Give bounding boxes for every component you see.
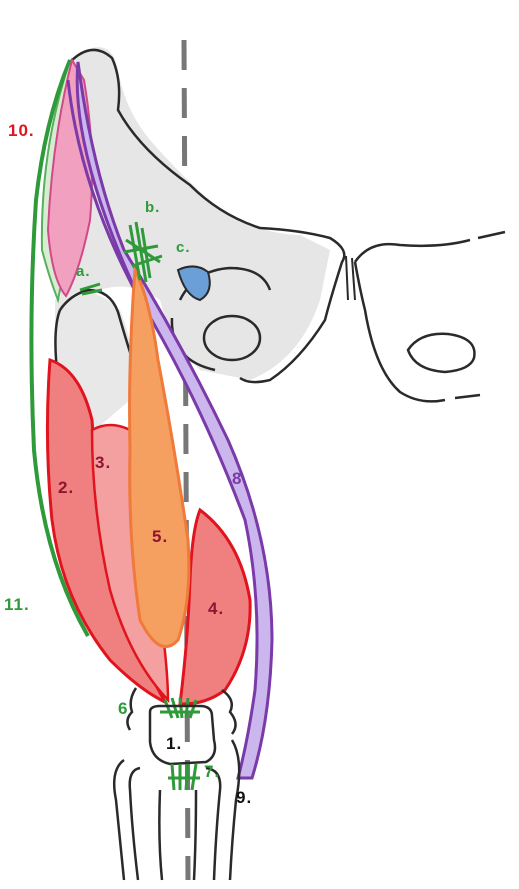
pubic-symphysis: [346, 256, 355, 300]
label-7: 7.: [204, 763, 220, 780]
midline-axis: [184, 40, 188, 880]
label-3: 3.: [95, 454, 111, 471]
pelvis-outline-right: [355, 232, 505, 401]
label-11: 11.: [4, 596, 30, 613]
obturator-foramen-right: [408, 334, 474, 372]
label-9: 9.: [236, 789, 252, 806]
label-c: c.: [176, 240, 191, 255]
label-6: 6: [118, 700, 128, 717]
label-4: 4.: [208, 600, 224, 617]
label-a: a.: [76, 264, 91, 279]
label-1: 1.: [166, 735, 182, 752]
label-8: 8.: [232, 470, 248, 487]
patellar-ligament-7: [168, 764, 200, 790]
label-b: b.: [145, 200, 160, 215]
label-10: 10.: [8, 122, 35, 139]
patella-side-right: [222, 690, 236, 734]
fibula-outline: [114, 740, 239, 880]
patella-side-left: [127, 688, 136, 730]
label-5: 5.: [152, 528, 168, 545]
label-2: 2.: [58, 479, 74, 496]
